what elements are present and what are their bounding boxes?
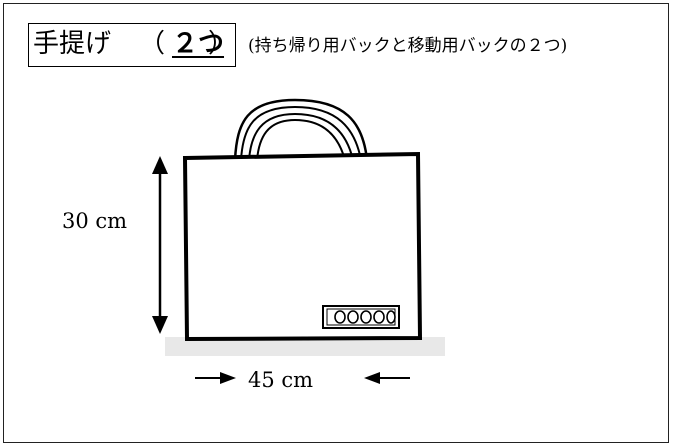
bag-handle-outer [233, 98, 369, 161]
bag-illustration [165, 92, 445, 356]
title-open-paren: （ [139, 29, 166, 59]
height-arrow-top [152, 156, 168, 174]
bag-body [182, 151, 423, 342]
bag-handle-inner [248, 112, 354, 161]
name-tag-circle [334, 310, 346, 324]
name-tag-circle [347, 310, 359, 324]
bag-handle-middle [240, 105, 362, 161]
height-label: 30 cm [62, 209, 128, 233]
bag-drawing [165, 92, 445, 356]
title-count: ２つ [172, 29, 225, 59]
title-note: (持ち帰り用バックと移動用バックの２つ) [248, 36, 568, 56]
title-close-paren: ） [208, 29, 235, 59]
bag-handle-inner2 [256, 118, 346, 161]
title-box [28, 23, 236, 67]
page-title: 手提げ [33, 29, 112, 59]
name-tag-circle [373, 310, 385, 324]
name-tag-circle [360, 310, 372, 324]
width-arrow-left-head [220, 372, 236, 384]
height-arrow-bottom [152, 316, 168, 334]
width-arrow-right-head [364, 372, 380, 384]
width-label: 45 cm [248, 368, 314, 392]
dimension-arrows [152, 156, 410, 384]
name-tag-circle [386, 310, 396, 324]
